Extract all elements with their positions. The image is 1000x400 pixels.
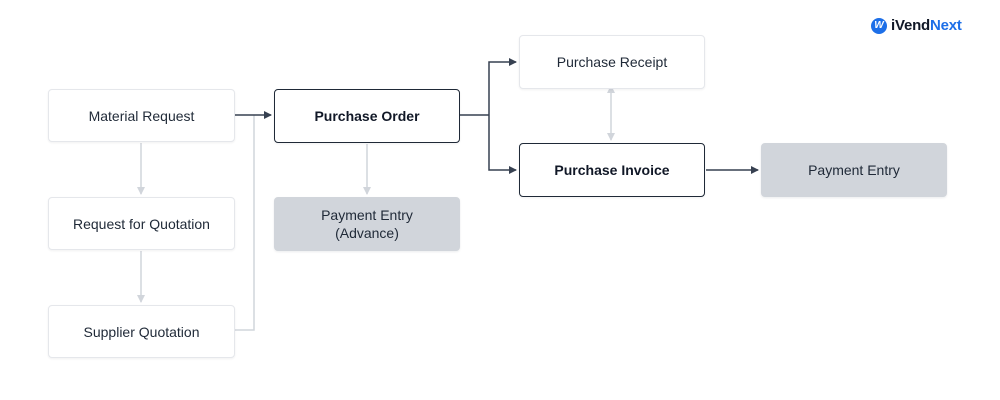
node-supplier-quotation[interactable]: Supplier Quotation [48, 305, 235, 358]
node-label: Request for Quotation [73, 215, 210, 232]
node-purchase-order[interactable]: Purchase Order [274, 89, 460, 143]
node-label: Purchase Invoice [554, 162, 670, 178]
node-material-request[interactable]: Material Request [48, 89, 235, 142]
node-label: Payment Entry [808, 162, 900, 178]
brand-wordmark: iVendNext [891, 17, 962, 34]
node-payment-entry-advance[interactable]: Payment Entry (Advance) [274, 197, 460, 251]
edge-po-pr [488, 58, 517, 115]
node-label: Payment Entry (Advance) [321, 207, 413, 241]
node-purchase-invoice[interactable]: Purchase Invoice [519, 143, 705, 197]
node-request-for-quotation[interactable]: Request for Quotation [48, 197, 235, 250]
node-label: Purchase Receipt [556, 54, 668, 70]
node-label: Material Request [88, 107, 195, 124]
node-payment-entry[interactable]: Payment Entry [761, 143, 947, 197]
node-label: Purchase Order [314, 108, 420, 124]
edge-sq-po [235, 115, 255, 331]
ivend-logo-mark-icon: W [871, 17, 887, 34]
edge-po-pi [488, 115, 517, 174]
node-purchase-receipt[interactable]: Purchase Receipt [519, 35, 705, 89]
brand-logo: W iVendNext [871, 17, 962, 34]
node-label: Supplier Quotation [83, 323, 200, 340]
